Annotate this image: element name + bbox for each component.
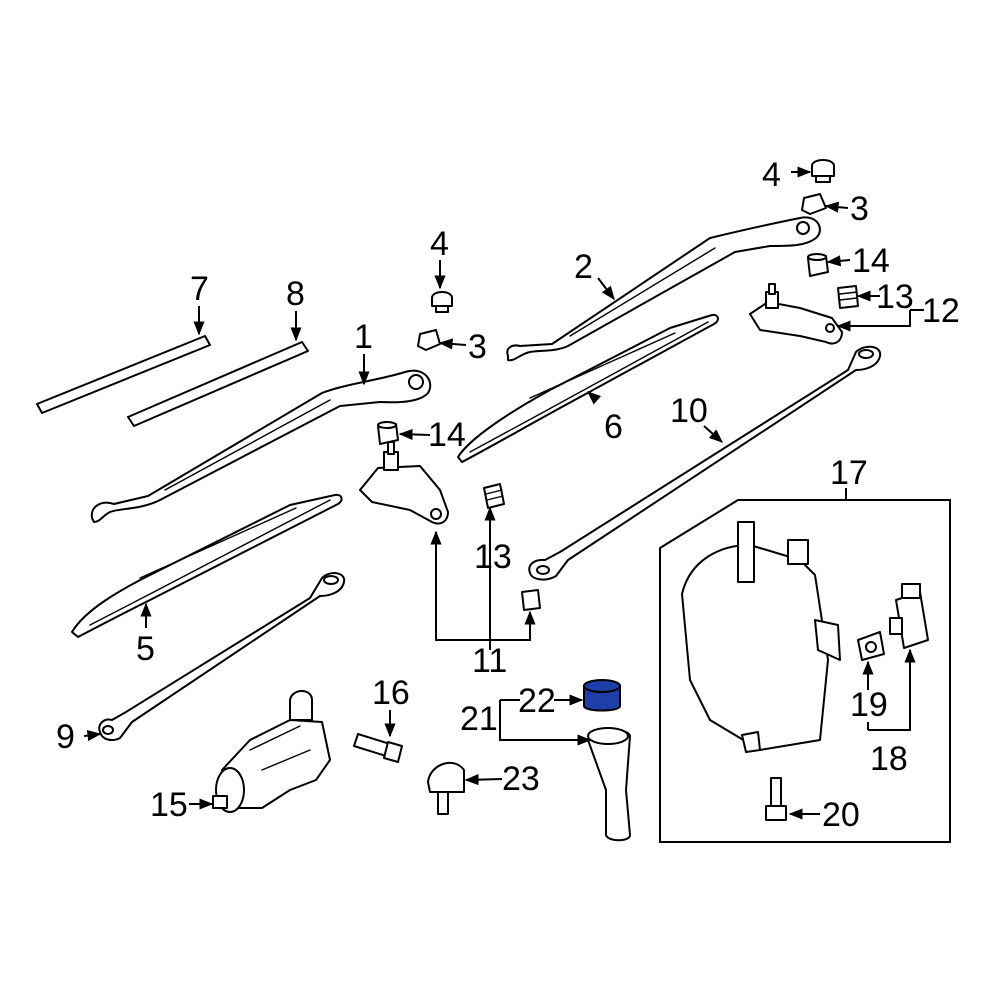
callout-1: 1 (354, 318, 373, 356)
callout-16: 16 (372, 674, 410, 712)
callout-13: 13 (474, 538, 512, 576)
callout-13: 13 (876, 278, 914, 316)
washer-nut-3-left[interactable] (417, 329, 441, 351)
bushing-14-right[interactable] (807, 253, 829, 277)
callout-15: 15 (150, 786, 188, 824)
callout-3: 3 (468, 328, 487, 366)
grommet-13-right[interactable] (837, 285, 859, 309)
callout-22: 22 (518, 682, 556, 720)
callout-3: 3 (850, 190, 869, 228)
wiper-arm-left[interactable] (90, 369, 432, 523)
wiper-motor-15[interactable] (212, 690, 331, 813)
callout-11: 11 (472, 642, 507, 680)
callout-4: 4 (762, 156, 781, 194)
callout-20: 20 (822, 796, 860, 834)
wiper-blade-right[interactable] (457, 313, 719, 463)
stud-16[interactable] (353, 733, 403, 763)
cap-nut-4-left[interactable] (431, 291, 453, 313)
bushing-14-left[interactable] (377, 421, 399, 445)
blade-insert-8[interactable] (127, 341, 309, 427)
cap-nut-4-right[interactable] (811, 159, 835, 183)
filler-neck-21[interactable] (587, 727, 631, 842)
pump-grommet-19[interactable] (857, 631, 885, 661)
grommet-13-left[interactable] (483, 483, 505, 509)
washer-nozzle-23[interactable] (427, 761, 465, 815)
callout-6: 6 (604, 408, 623, 446)
pivot-bracket-left[interactable] (359, 441, 449, 525)
grommet-11-bottom[interactable] (521, 589, 541, 611)
callout-14: 14 (428, 416, 466, 454)
washer-nut-3-right[interactable] (801, 193, 827, 215)
linkage-rod-10[interactable] (528, 345, 882, 581)
callout-4: 4 (430, 225, 449, 263)
callout-7: 7 (190, 270, 209, 308)
callout-5: 5 (136, 630, 155, 668)
callout-21: 21 (460, 700, 498, 738)
callout-labels: 7 8 1 4 3 2 4 3 14 13 12 14 6 10 17 13 5… (56, 156, 960, 834)
callout-14: 14 (852, 242, 890, 280)
wiper-blade-left[interactable] (71, 493, 343, 638)
callout-18: 18 (870, 740, 908, 778)
blade-insert-7[interactable] (36, 335, 211, 414)
callout-17: 17 (830, 454, 868, 492)
callout-19: 19 (850, 686, 888, 724)
callout-12: 12 (922, 292, 960, 330)
bolt-20[interactable] (765, 777, 787, 821)
filler-cap-22[interactable] (583, 679, 621, 712)
pivot-bracket-right[interactable] (749, 283, 843, 345)
washer-assembly-box (659, 499, 951, 843)
callout-23: 23 (502, 760, 540, 798)
callout-8: 8 (286, 275, 305, 313)
callout-10: 10 (670, 392, 708, 430)
callout-2: 2 (574, 248, 593, 286)
washer-pump-18[interactable] (889, 583, 929, 649)
leader-lines (83, 166, 924, 820)
linkage-rod-9[interactable] (98, 572, 346, 741)
callout-9: 9 (56, 718, 75, 756)
wiper-arm-right[interactable] (506, 216, 821, 362)
washer-reservoir-17[interactable] (681, 521, 841, 753)
